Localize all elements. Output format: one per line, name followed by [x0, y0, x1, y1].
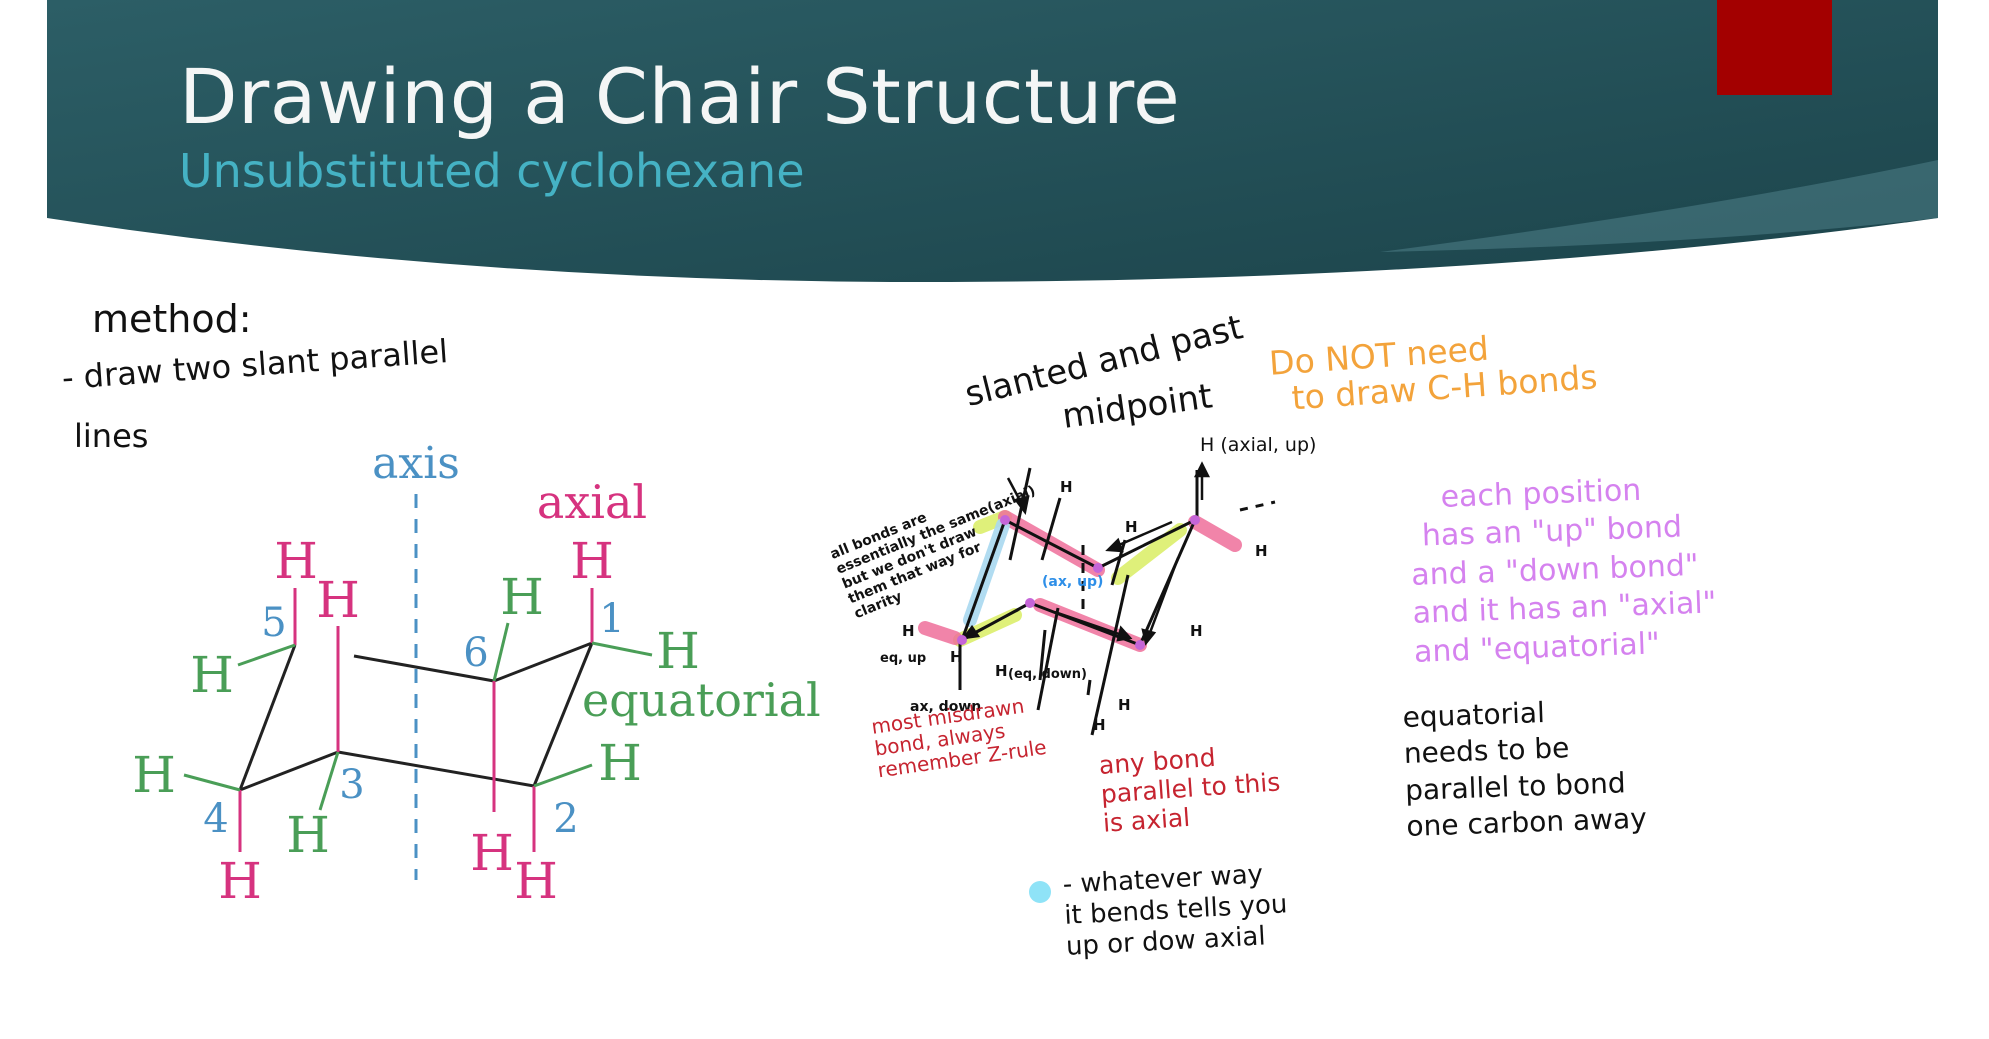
equatorial-label: equatorial: [582, 673, 821, 727]
h-axial-up-label: H (axial, up): [1200, 434, 1317, 456]
sketch-h-4: H: [1190, 622, 1203, 640]
h-axial-c1: H: [570, 532, 614, 590]
method-step-line2: lines: [74, 417, 149, 455]
method-heading: method:: [92, 297, 252, 341]
sketch-h-8: H: [1118, 696, 1131, 714]
h-axial-c4: H: [218, 852, 262, 910]
whatever-note: - whatever way it bends tells you up or …: [1062, 858, 1290, 963]
equatorial-bonds: [183, 622, 653, 811]
carbon-number-1: 1: [599, 596, 624, 642]
ax-up-label: (ax, up): [1042, 574, 1104, 590]
h-eq-c4: H: [132, 746, 176, 804]
h-axial-c3: H: [316, 571, 360, 629]
carbon-number-2: 2: [553, 796, 578, 842]
sketch-h-5: H: [902, 622, 915, 640]
sketch-h-atoms: H H H H H H H H H: [902, 478, 1268, 734]
carbon-number-5: 5: [261, 600, 286, 646]
axial-bonds: [238, 588, 594, 852]
accent-block: [1717, 0, 1832, 95]
sketch-h-1: H: [1060, 478, 1073, 496]
axis-label: axis: [372, 438, 460, 489]
sketch-h-2: H: [1125, 518, 1138, 536]
sketch-arrows: [961, 461, 1211, 646]
equatorial-hydrogens: H H H H H H: [132, 568, 700, 864]
header-swoosh: [1380, 160, 1938, 252]
axial-hydrogens: H H H H H H: [218, 532, 614, 910]
ring-bonds: [238, 641, 594, 792]
h-eq-c5: H: [190, 646, 234, 704]
carbon-number-4: 4: [203, 796, 228, 842]
carbon-numbers: 5 6 1 4 3 2: [203, 596, 624, 842]
h-axial-c2: H: [514, 852, 558, 910]
sketch-h-9: H: [1093, 716, 1106, 734]
any-bond-note: any bond parallel to this is axial: [1098, 739, 1283, 838]
h-eq-c3: H: [286, 806, 330, 864]
h-eq-c1: H: [656, 622, 700, 680]
h-axial-c5: H: [274, 532, 318, 590]
h-eq-c2: H: [598, 734, 642, 792]
carbon-number-3: 3: [339, 762, 364, 808]
axial-label: axial: [537, 475, 647, 529]
slide-title: Drawing a Chair Structure: [179, 52, 1181, 141]
slide-subtitle: Unsubstituted cyclohexane: [179, 144, 805, 198]
eq-up-label: eq, up: [880, 651, 927, 666]
blue-highlight-dot: [1029, 881, 1051, 903]
carbon-number-6: 6: [463, 630, 488, 676]
each-position-note: each position has an "up" bond and a "do…: [1408, 469, 1718, 671]
h-eq-c6: H: [500, 568, 544, 626]
header-band: [47, 0, 1938, 283]
ax-down-label: ax, down: [910, 699, 982, 715]
sketch-h-7: H: [995, 662, 1008, 680]
sketch-vertex-dots: [957, 515, 1200, 650]
equatorial-note: equatorial needs to be parallel to bond …: [1402, 692, 1647, 846]
header-background: [47, 0, 1938, 283]
sketch-h-3: H: [1255, 542, 1268, 560]
h-axial-c6: H: [470, 824, 514, 882]
eq-down-label: (eq, down): [1008, 667, 1087, 682]
sketch-h-6: H: [950, 648, 963, 666]
